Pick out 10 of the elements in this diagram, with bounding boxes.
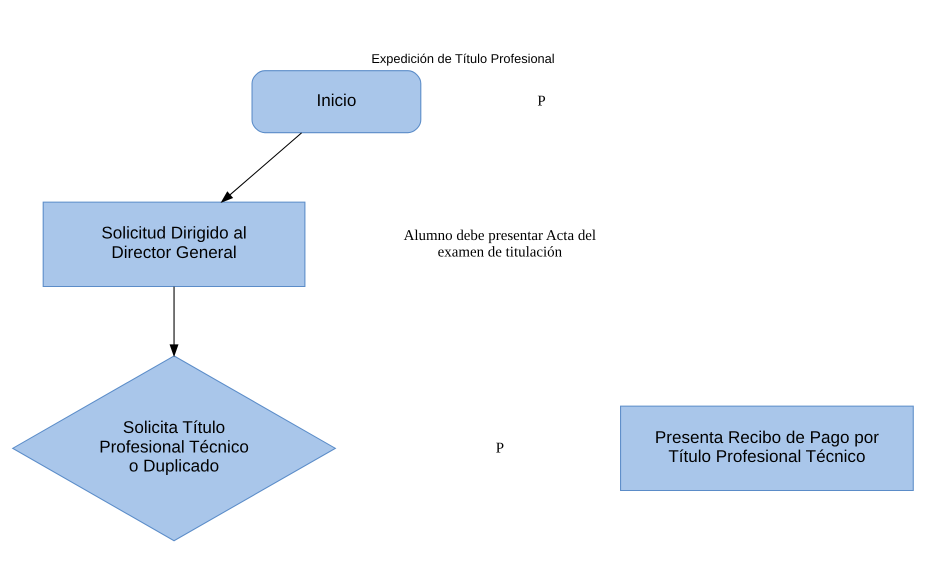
node-box: Presenta Recibo de Pago por Título Profesional Técnico xyxy=(620,405,914,491)
diagram-title: Expedición de Título Profesional xyxy=(371,50,555,66)
arrow xyxy=(170,286,179,357)
node-box: Inicio xyxy=(252,70,422,133)
arrow xyxy=(220,132,302,202)
node-diamond: Solicita Título Profesional Técnico o Duplicado xyxy=(12,354,336,541)
node-box: Solicitud Dirigido al Director General xyxy=(42,201,306,287)
label: P xyxy=(496,440,504,456)
label: Alumno debe presentar Acta del examen de titulación xyxy=(404,228,596,260)
label: P xyxy=(537,93,546,110)
